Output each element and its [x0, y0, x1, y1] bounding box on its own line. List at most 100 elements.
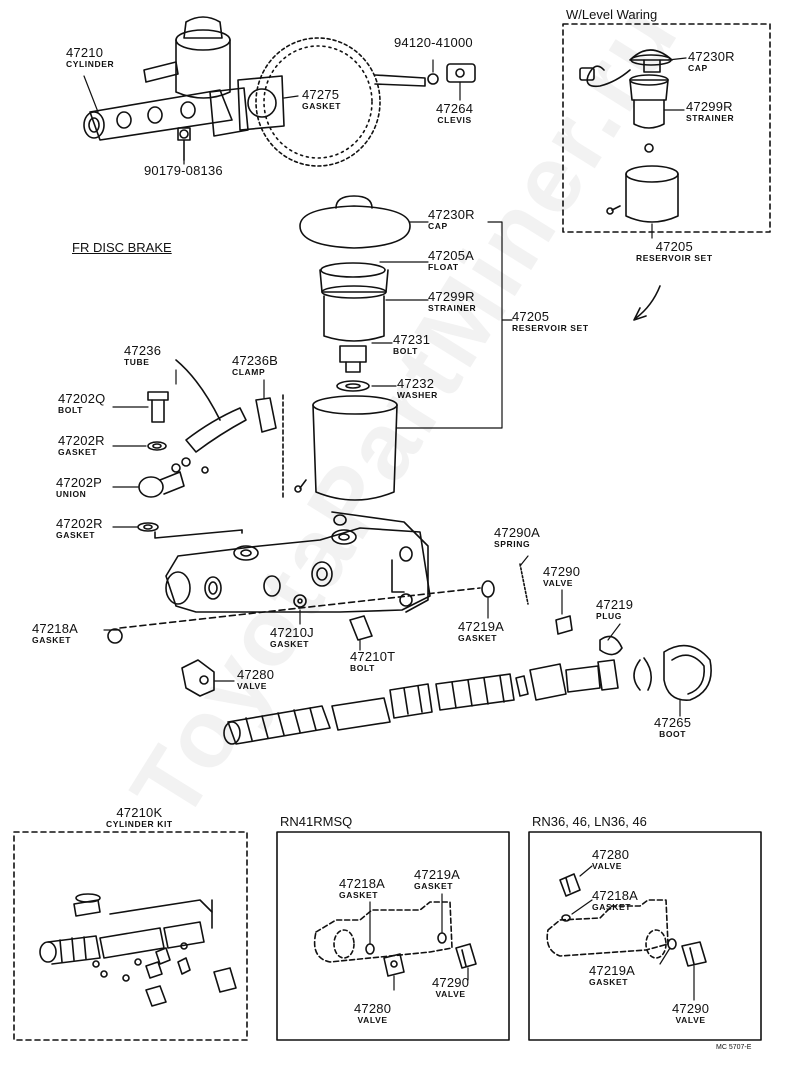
label-boot-47265: 47265 BOOT: [654, 716, 691, 739]
part-number: 47202R: [58, 433, 105, 448]
label-cap-47230r: 47230R CAP: [428, 208, 475, 231]
part-number: 47265: [654, 715, 692, 730]
part-number: 47205: [512, 309, 550, 324]
part-name: FLOAT: [428, 262, 459, 272]
part-name: VALVE: [435, 989, 466, 999]
rn41-leader-lines: [369, 893, 469, 991]
piston-seals-drawing: [223, 659, 619, 745]
label-gasket-47219a: 47219A GASKET: [458, 620, 504, 643]
part-number: 47275: [302, 87, 340, 102]
label-cylinder-kit-47210k: 47210K CYLINDER KIT: [106, 806, 173, 829]
label-clamp-47236b: 47236B CLAMP: [232, 354, 278, 377]
part-name: VALVE: [543, 578, 574, 588]
part-number: 47218A: [592, 888, 639, 903]
part-name: CAP: [688, 63, 708, 73]
part-name: GASKET: [32, 635, 72, 645]
arrow-shaft: [635, 285, 661, 319]
part-number: 47236: [124, 343, 162, 358]
part-name: PLUG: [596, 611, 623, 621]
part-number: 47219A: [414, 867, 461, 882]
title-fr-disc-brake: FR DISC BRAKE: [72, 240, 172, 255]
label-lw-strainer-47299r: 47299R STRAINER: [686, 100, 734, 123]
label-rn36-valve-47290: 47290 VALVE: [672, 1002, 709, 1025]
label-gasket-47210j: 47210J GASKET: [270, 626, 314, 649]
rn41-drawing: [313, 901, 477, 977]
part-name: VALVE: [592, 861, 623, 871]
part-number: 47210T: [350, 649, 396, 664]
part-number: 47210K: [116, 805, 163, 820]
part-number: 47290: [543, 564, 581, 579]
label-plug-47219: 47219 PLUG: [596, 598, 633, 621]
part-name: RESERVOIR SET: [636, 253, 713, 263]
label-cylinder-47210: 47210 CYLINDER: [66, 46, 114, 69]
part-name: STRAINER: [686, 113, 735, 123]
part-name: GASKET: [592, 902, 632, 912]
tube-leader-lines: [112, 369, 265, 528]
small-parts-drawing: [107, 563, 712, 701]
part-number: 47264: [436, 101, 474, 116]
part-number: 47210: [66, 45, 104, 60]
label-tube-47236: 47236 TUBE: [124, 344, 161, 367]
label-rn36-gasket-47219a: 47219A GASKET: [589, 964, 635, 987]
label-washer-47232: 47232 WASHER: [397, 377, 438, 400]
part-name: RESERVOIR SET: [512, 323, 589, 333]
part-number: 47236B: [232, 353, 279, 368]
part-number: 47202P: [56, 475, 103, 490]
part-name: BOOT: [659, 729, 687, 739]
tube-union-drawing: [137, 359, 277, 539]
label-94120-41000: 94120-41000: [394, 36, 473, 49]
body-leader-lines: [103, 555, 681, 717]
label-float-47205a: 47205A FLOAT: [428, 249, 474, 272]
rn36-drawing: [546, 873, 707, 967]
part-number: 47205: [655, 239, 693, 254]
part-number: 47230R: [428, 207, 475, 222]
label-bolt-47202q: 47202Q BOLT: [58, 392, 105, 415]
label-rn41-gasket-47219a: 47219A GASKET: [414, 868, 460, 891]
part-number: 47231: [393, 332, 431, 347]
booster-assembly-drawing: [83, 16, 476, 167]
part-name: CYLINDER KIT: [106, 819, 173, 829]
master-cylinder-body-drawing: [119, 511, 481, 629]
part-number: 47232: [397, 376, 435, 391]
part-name: GASKET: [270, 639, 310, 649]
part-number: 47205A: [428, 248, 475, 263]
part-name: BOLT: [350, 663, 375, 673]
part-name: STRAINER: [428, 303, 477, 313]
part-number: 47299R: [428, 289, 475, 304]
part-name: GASKET: [56, 530, 96, 540]
level-warning-box: [562, 23, 771, 233]
label-bolt-47210t: 47210T BOLT: [350, 650, 395, 673]
part-name: BOLT: [58, 405, 83, 415]
label-bolt-47231: 47231 BOLT: [393, 333, 430, 356]
label-rn36-gasket-47218a: 47218A GASKET: [592, 889, 638, 912]
rn36-box: [528, 831, 762, 1041]
rn36-leader-lines: [571, 865, 695, 1001]
title-rn41rmsq: RN41RMSQ: [280, 814, 353, 829]
part-name: UNION: [56, 489, 87, 499]
arrow-head: [633, 307, 647, 321]
label-rn41-valve-47280: 47280 VALVE: [354, 1002, 391, 1025]
part-name: VALVE: [237, 681, 268, 691]
part-name: VALVE: [357, 1015, 388, 1025]
part-number: 47219A: [458, 619, 505, 634]
part-name: GASKET: [589, 977, 629, 987]
reservoir-leader-lines: [371, 221, 513, 429]
label-rn41-gasket-47218a: 47218A GASKET: [339, 877, 385, 900]
part-number: 47299R: [686, 99, 733, 114]
part-name: CLEVIS: [437, 115, 472, 125]
label-clevis-47264: 47264 CLEVIS: [436, 102, 473, 125]
part-number: 94120-41000: [394, 35, 473, 50]
part-number: 47280: [237, 667, 275, 682]
top-leader-lines: [83, 57, 687, 239]
part-number: 90179-08136: [144, 163, 223, 178]
part-name: CLAMP: [232, 367, 266, 377]
label-reservoir-set-47205: 47205 RESERVOIR SET: [512, 310, 589, 333]
label-valve-47280: 47280 VALVE: [237, 668, 274, 691]
part-number: 47218A: [32, 621, 79, 636]
label-gasket-47275: 47275 GASKET: [302, 88, 341, 111]
label-gasket-47218a: 47218A GASKET: [32, 622, 78, 645]
part-number: 47219: [596, 597, 634, 612]
label-valve-47290: 47290 VALVE: [543, 565, 580, 588]
part-name: GASKET: [302, 101, 342, 111]
